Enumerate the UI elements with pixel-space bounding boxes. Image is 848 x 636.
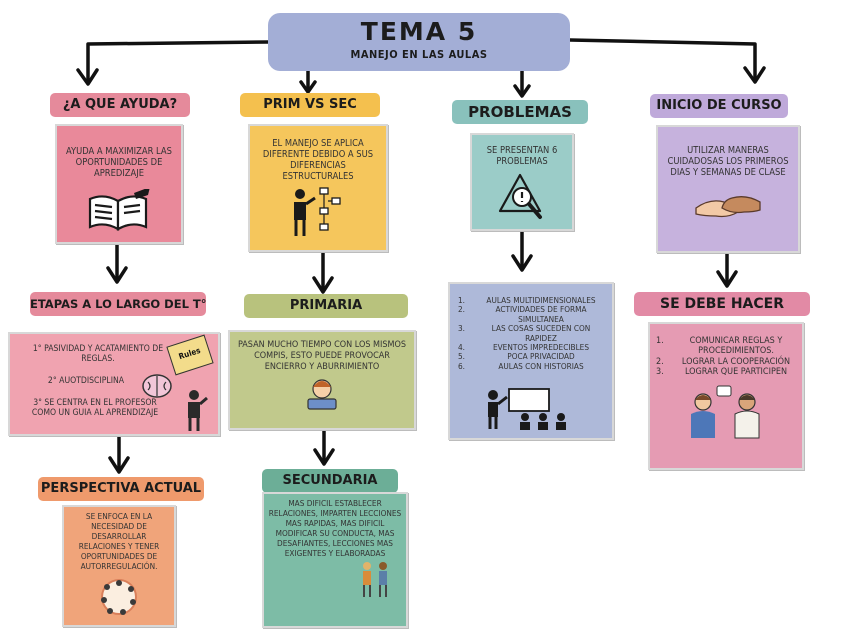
card-a-que-ayuda-text: AYUDA A MAXIMIZAR LAS OPORTUNIDADES DE A… [66, 146, 172, 179]
list-item: 3.LOGRAR QUE PARTICIPEN [656, 367, 788, 378]
pill-secundaria: SECUNDARIA [262, 469, 398, 493]
pill-etapas: ETAPAS A LO LARGO DEL T° [30, 292, 206, 316]
pill-primaria: PRIMARIA [244, 294, 408, 318]
pill-a-que-ayuda: ¿A QUE AYUDA? [50, 93, 190, 117]
card-prim-vs-sec: EL MANEJO SE APLICA DIFERENTE DEBIDO A S… [248, 124, 388, 252]
title-box: TEMA 5 MANEJO EN LAS AULAS [268, 13, 570, 71]
card-perspectiva-text: SE ENFOCA EN LA NECESIDAD DE DESARROLLAR… [78, 511, 160, 571]
list-item: 2.ACTIVIDADES DE FORMA SIMULTANEA [458, 304, 587, 324]
pill-se-debe-hacer: SE DEBE HACER [634, 292, 810, 316]
card-inicio-de-curso: UTILIZAR MANERAS CUIDADOSAS LOS PRIMEROS… [656, 125, 800, 253]
pill-inicio-de-curso: INICIO DE CURSO [650, 94, 788, 118]
bored-student-icon [307, 379, 337, 410]
list-item: 4.EVENTOS IMPREDECIBLES [458, 342, 590, 353]
card-secundaria: MAS DIFICIL ESTABLECER RELACIONES, IMPAR… [262, 492, 408, 628]
conversation-icon [691, 385, 760, 439]
list-item: 1.COMUNICAR REGLAS Y PROCEDIMIENTOS. [656, 336, 783, 357]
card-secundaria-text: MAS DIFICIL ESTABLECER RELACIONES, IMPAR… [268, 498, 402, 558]
brain-icon [142, 374, 172, 398]
card-primaria-text: PASAN MUCHO TIEMPO CON LOS MISMOS COMPIS… [237, 340, 407, 372]
card-a-que-ayuda: AYUDA A MAXIMIZAR LAS OPORTUNIDADES DE A… [55, 124, 183, 244]
pill-perspectiva: PERSPECTIVA ACTUAL [38, 477, 204, 501]
card-prim-vs-sec-text: EL MANEJO SE APLICA DIFERENTE DEBIDO A S… [262, 138, 374, 182]
page-title: TEMA 5 [360, 17, 478, 46]
teens-icon [363, 562, 387, 597]
card-inicio-de-curso-text: UTILIZAR MANERAS CUIDADOSAS LOS PRIMEROS… [667, 145, 789, 178]
card-problemas: SE PRESENTAN 6 PROBLEMAS [470, 133, 574, 231]
warning-magnifier-icon [498, 173, 542, 219]
stage-2: 2° AUOTDISCIPLINA [47, 376, 125, 386]
list-item: 5.POCA PRIVACIDAD [458, 351, 575, 362]
card-se-debe-hacer: 1.COMUNICAR REGLAS Y PROCEDIMIENTOS. 2.L… [648, 322, 804, 470]
problems-list: 1.AULAS MULTIDIMENSIONALES 2.ACTIVIDADES… [458, 295, 604, 371]
card-primaria: PASAN MUCHO TIEMPO CON LOS MISMOS COMPIS… [228, 330, 416, 430]
pill-problemas: PROBLEMAS [452, 100, 588, 124]
flowchart-presenter-icon [294, 187, 341, 236]
list-item: 3.LAS COSAS SUCEDEN CON RAPIDEZ [458, 323, 591, 343]
teacher-icon [188, 390, 208, 431]
people-circle-icon [101, 579, 137, 615]
pill-prim-vs-sec: PRIM VS SEC [240, 93, 380, 117]
card-problemas-list: 1.AULAS MULTIDIMENSIONALES 2.ACTIVIDADES… [448, 282, 614, 440]
rules-note-icon: Rules [166, 334, 214, 376]
book-icon [88, 187, 150, 231]
card-perspectiva: SE ENFOCA EN LA NECESIDAD DE DESARROLLAR… [62, 505, 176, 627]
classroom-icon [488, 388, 566, 431]
page-subtitle: MANEJO EN LAS AULAS [350, 48, 488, 61]
card-problemas-text: SE PRESENTAN 6 PROBLEMAS [486, 145, 558, 167]
stage-1: 1° PASIVIDAD Y ACATAMIENTO DE REGLAS. [32, 344, 164, 364]
list-item: 2.LOGRAR LA COOPERACIÓN [656, 356, 791, 367]
holding-hands-icon [695, 196, 761, 218]
card-etapas: 1° PASIVIDAD Y ACATAMIENTO DE REGLAS. 2°… [8, 332, 220, 436]
list-item: 6.AULAS CON HISTORIAS [458, 360, 584, 371]
list-item: 1.AULAS MULTIDIMENSIONALES [458, 295, 596, 305]
stage-3: 3° SE CENTRA EN EL PROFESOR COMO UN GUIA… [31, 398, 159, 418]
todo-list: 1.COMUNICAR REGLAS Y PROCEDIMIENTOS. 2.L… [656, 336, 796, 378]
